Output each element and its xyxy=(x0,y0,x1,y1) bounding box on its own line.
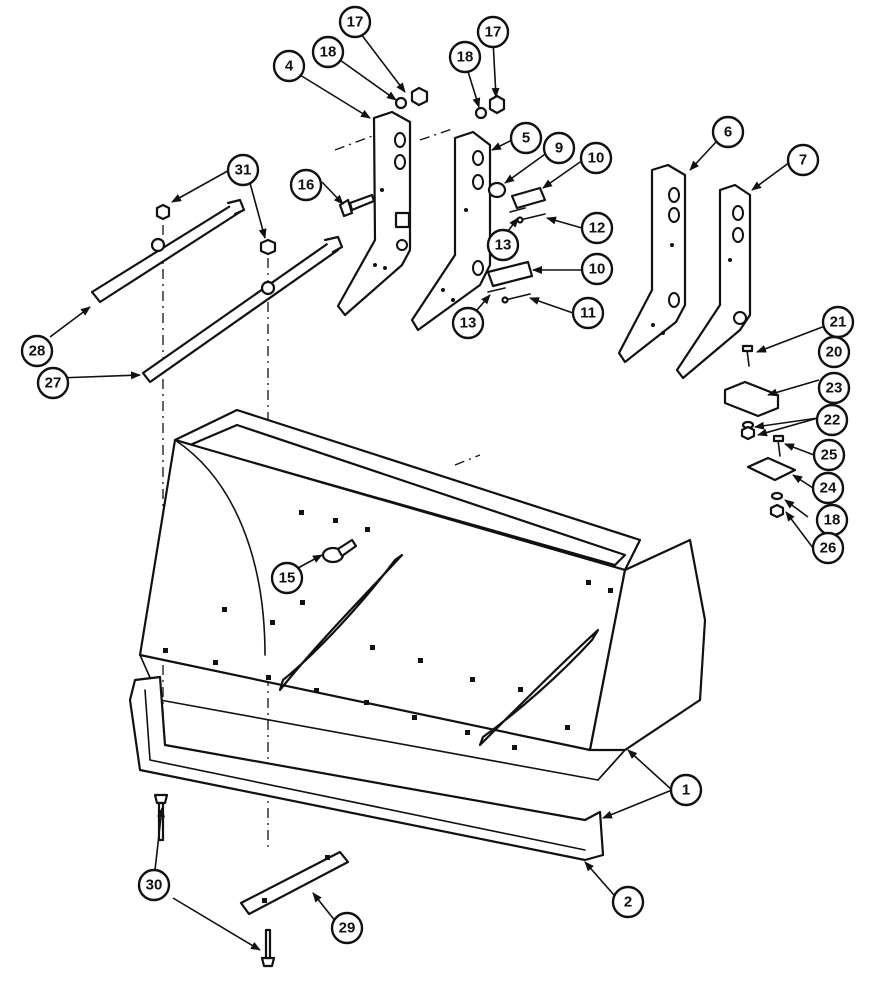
pin-10-upper xyxy=(510,186,547,210)
bolt-16 xyxy=(338,193,376,218)
bracket-20 xyxy=(723,380,780,418)
svg-text:17: 17 xyxy=(347,14,364,31)
svg-text:23: 23 xyxy=(826,380,843,397)
cutting-edge xyxy=(128,675,605,862)
svg-text:6: 6 xyxy=(724,124,732,141)
pin-12 xyxy=(516,213,546,224)
svg-text:18: 18 xyxy=(457,49,474,66)
callout-10-upper: 10 xyxy=(579,141,613,175)
svg-text:20: 20 xyxy=(826,344,843,361)
callout-22: 22 xyxy=(815,403,849,437)
svg-text:22: 22 xyxy=(824,412,841,429)
washer-18-a xyxy=(394,96,408,110)
callout-7: 7 xyxy=(786,143,820,177)
svg-text:5: 5 xyxy=(522,130,530,147)
tooth-bar-28 xyxy=(90,198,246,304)
callout-28: 28 xyxy=(20,334,54,368)
callout-23: 23 xyxy=(817,371,851,405)
bolt-30-lower xyxy=(260,928,276,968)
svg-text:15: 15 xyxy=(279,570,296,587)
svg-text:2: 2 xyxy=(624,894,632,911)
svg-text:17: 17 xyxy=(485,24,502,41)
svg-text:13: 13 xyxy=(460,315,477,332)
leader-lines xyxy=(49,29,826,951)
svg-text:13: 13 xyxy=(495,237,512,254)
callout-17-a: 17 xyxy=(338,5,372,39)
svg-text:29: 29 xyxy=(339,920,356,937)
nut-26 xyxy=(769,503,785,519)
bolt-21 xyxy=(741,344,754,367)
tooth-bar-27 xyxy=(141,235,344,384)
svg-text:1: 1 xyxy=(682,782,690,799)
callout-13-lower: 13 xyxy=(451,306,485,340)
svg-text:10: 10 xyxy=(588,150,605,167)
callout-4: 4 xyxy=(272,49,306,83)
callout-15: 15 xyxy=(270,561,304,595)
callout-1: 1 xyxy=(669,773,703,807)
callout-12: 12 xyxy=(580,211,614,245)
plate-29 xyxy=(239,850,350,916)
pin-10-lower xyxy=(486,260,534,288)
svg-text:9: 9 xyxy=(555,140,563,157)
callout-24: 24 xyxy=(811,471,845,505)
callout-29: 29 xyxy=(330,911,364,945)
svg-text:4: 4 xyxy=(285,58,294,75)
callout-18-a: 18 xyxy=(311,35,345,69)
nut-31-b xyxy=(259,238,277,256)
callout-26: 26 xyxy=(811,531,845,565)
svg-text:18: 18 xyxy=(824,512,841,529)
nut-17-b xyxy=(488,94,506,115)
svg-text:11: 11 xyxy=(580,305,596,322)
callout-9: 9 xyxy=(542,131,576,165)
callout-10-lower: 10 xyxy=(580,252,614,286)
callout-13-upper: 13 xyxy=(486,228,520,262)
svg-text:26: 26 xyxy=(820,540,837,557)
callout-11: 11 xyxy=(571,296,605,330)
svg-text:12: 12 xyxy=(589,220,606,237)
callout-25: 25 xyxy=(812,438,846,472)
svg-text:16: 16 xyxy=(298,177,315,194)
callout-20: 20 xyxy=(817,335,851,369)
svg-text:25: 25 xyxy=(821,447,838,464)
callout-16: 16 xyxy=(289,168,323,202)
washer-18-c xyxy=(770,491,784,501)
nut-31-a xyxy=(155,203,171,221)
callout-18-c: 18 xyxy=(815,503,849,537)
callout-2: 2 xyxy=(611,885,645,919)
callout-30: 30 xyxy=(137,868,171,902)
callout-5: 5 xyxy=(509,121,543,155)
nut-22 xyxy=(740,425,756,441)
bracket-5 xyxy=(410,130,492,332)
svg-text:27: 27 xyxy=(45,375,62,392)
svg-text:30: 30 xyxy=(146,877,163,894)
pin-13-lower xyxy=(487,287,506,293)
bracket-7 xyxy=(675,183,752,380)
callout-21: 21 xyxy=(821,305,855,339)
plate-24 xyxy=(746,456,797,482)
callout-31: 31 xyxy=(226,153,260,187)
bolt-25 xyxy=(772,434,785,457)
bolt-15 xyxy=(321,538,358,564)
svg-text:28: 28 xyxy=(29,343,46,360)
washer-18-b xyxy=(474,106,488,120)
nut-17-a xyxy=(410,86,429,107)
pin-13-upper xyxy=(509,207,526,213)
svg-text:31: 31 xyxy=(235,162,252,179)
pin-11 xyxy=(501,293,531,304)
bushing-9 xyxy=(487,181,507,199)
callout-27: 27 xyxy=(36,366,70,400)
svg-text:21: 21 xyxy=(830,314,847,331)
svg-text:18: 18 xyxy=(320,44,337,61)
svg-text:7: 7 xyxy=(799,152,807,169)
callout-17-b: 17 xyxy=(476,15,510,49)
bracket-4 xyxy=(336,110,412,317)
callout-18-b: 18 xyxy=(448,40,482,74)
svg-text:24: 24 xyxy=(820,480,837,497)
svg-text:10: 10 xyxy=(589,261,606,278)
bracket-6 xyxy=(617,163,687,364)
callout-6: 6 xyxy=(711,115,745,149)
bucket xyxy=(138,408,707,781)
